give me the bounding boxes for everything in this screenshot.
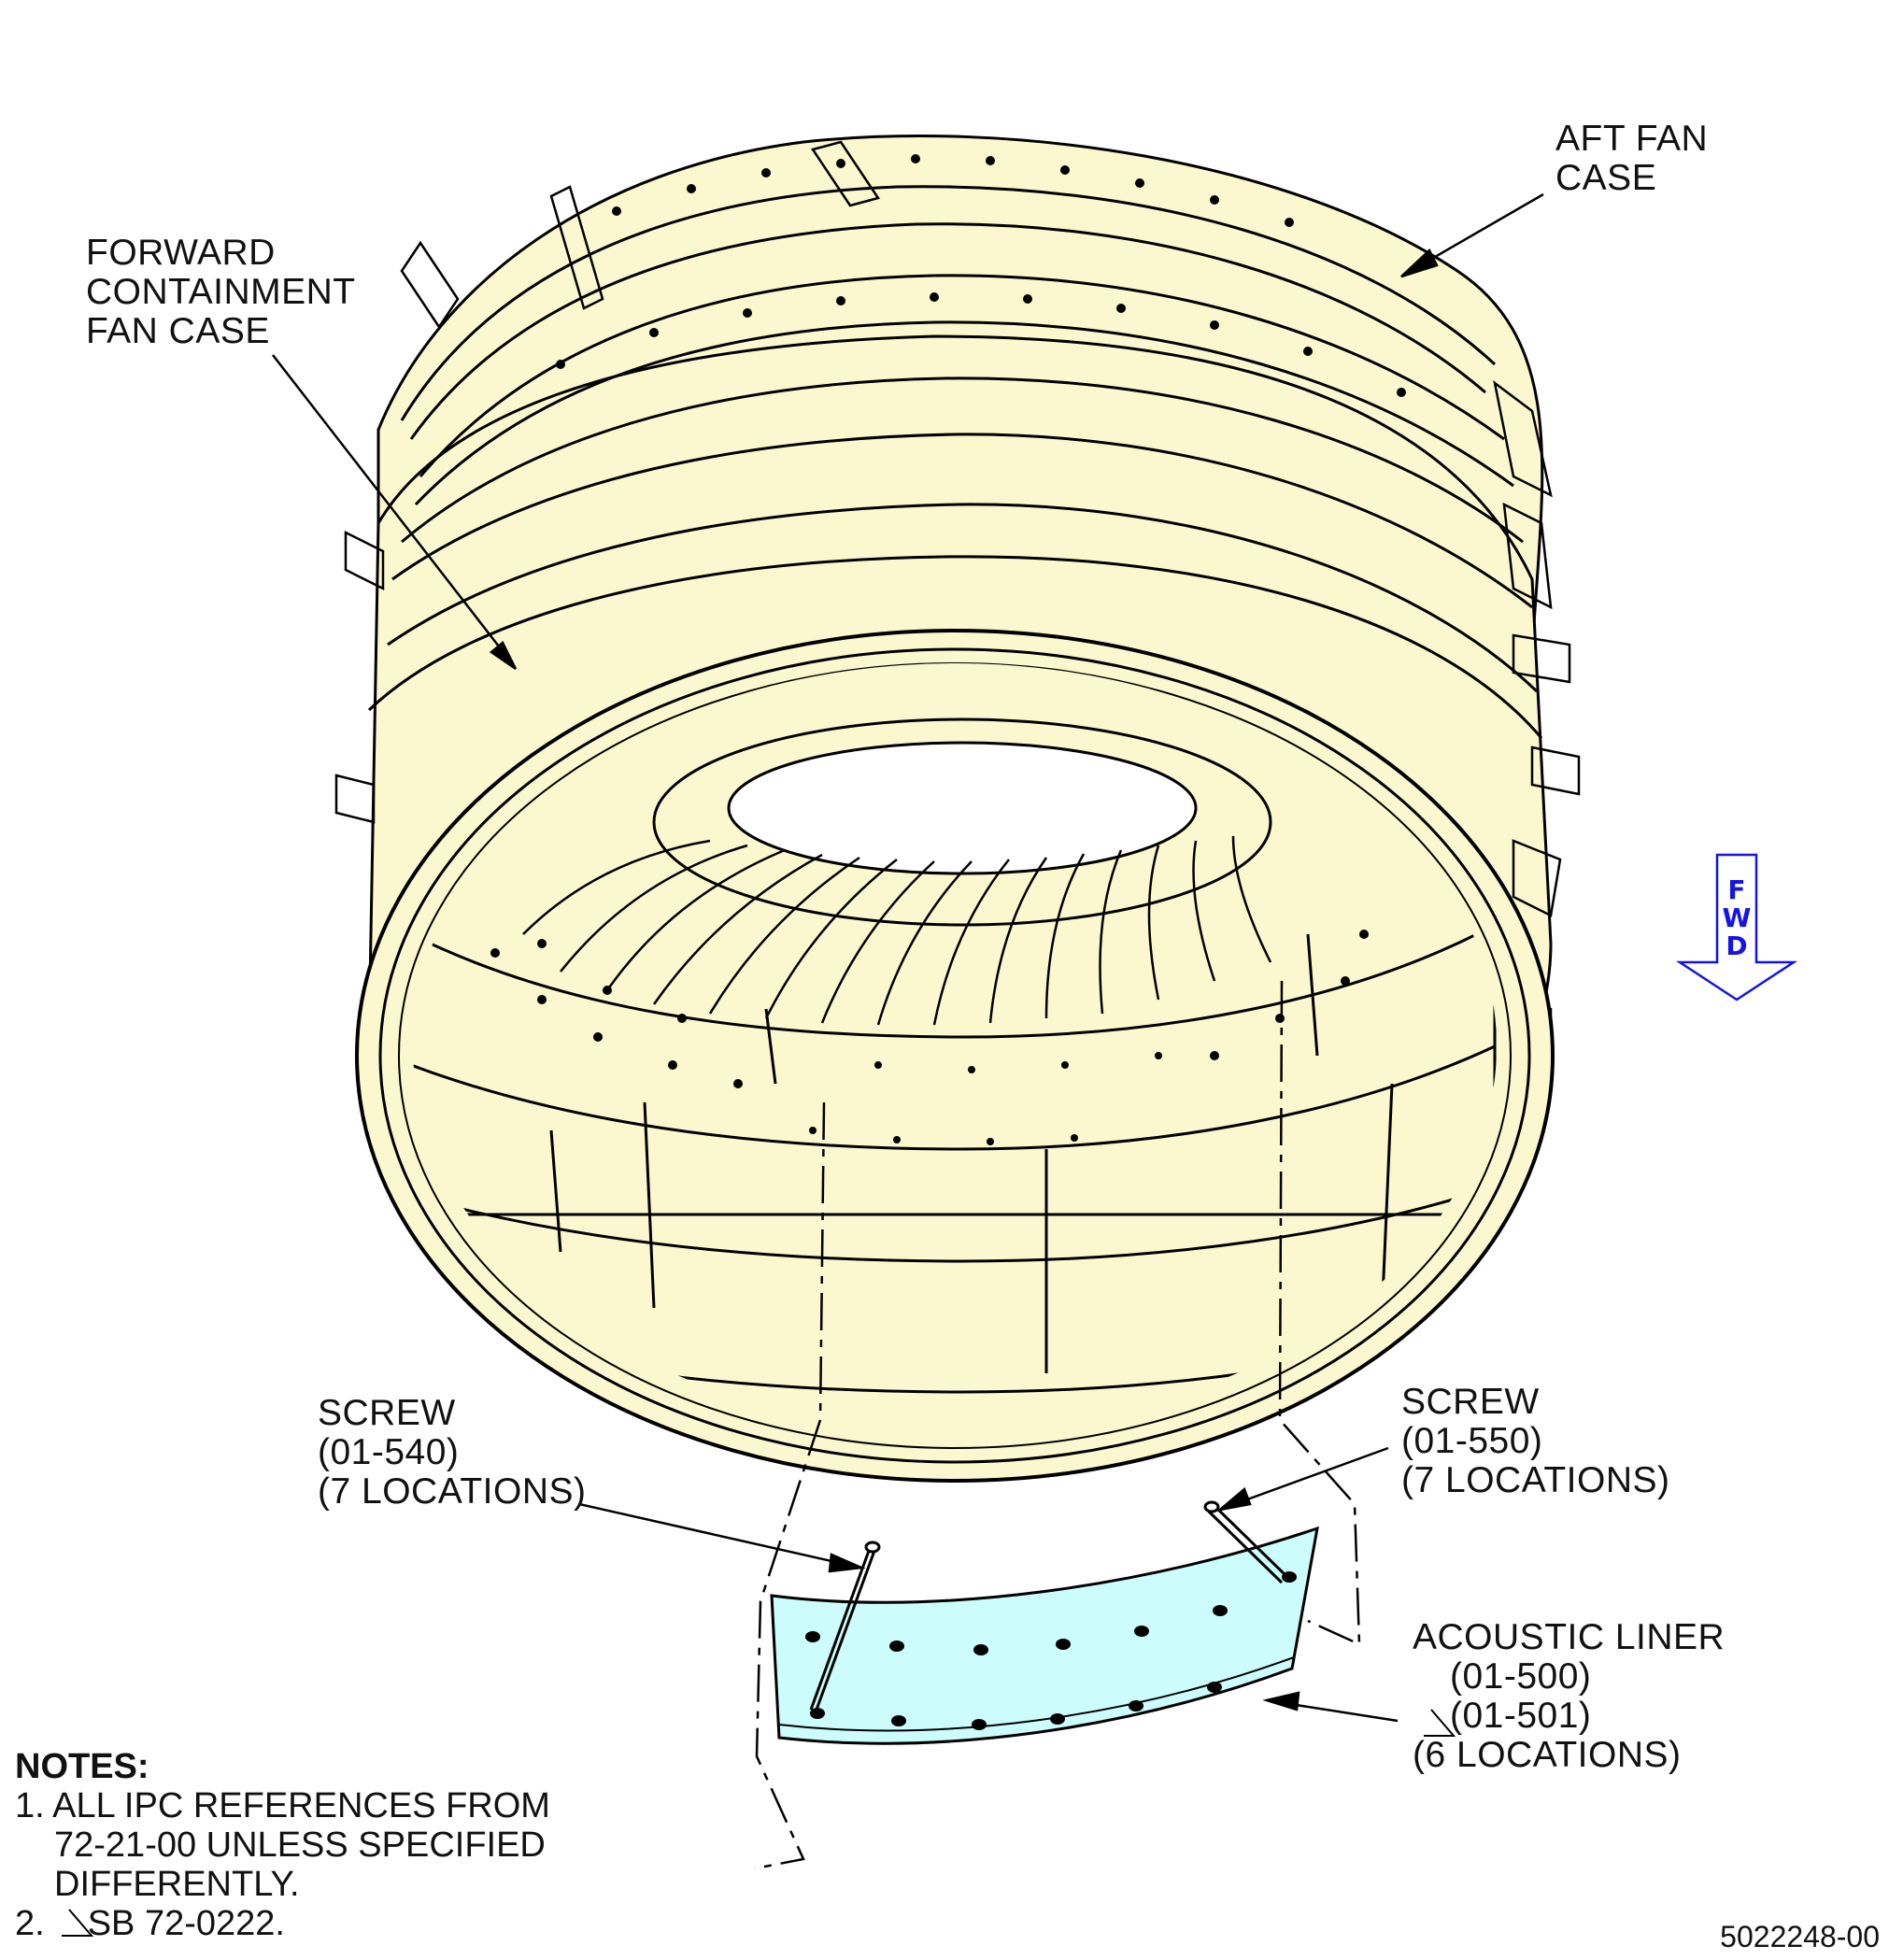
screw-01-550 [1203,1500,1289,1584]
label-line: CONTAINMENT [86,272,356,312]
label-line: (7 LOCATIONS) [1401,1460,1670,1500]
note-2-number: 2. [15,1904,45,1943]
label-line: SCREW [318,1393,456,1433]
label-line: (01-550) [1401,1421,1543,1461]
figure-id: 5022248-00 [1720,1920,1880,1953]
notes-block: NOTES: 1. ALL IPC REFERENCES FROM 72-21-… [15,1747,550,1943]
fwd-letter-w: W [1723,902,1752,933]
label-line: FORWARD [86,233,276,273]
acoustic-liner-panel [770,1526,1319,1745]
label-acoustic-liner: ACOUSTIC LINER (01-500) (01-501) (6 LOCA… [1413,1618,1725,1775]
fwd-letter-d: D [1726,930,1747,961]
delta-symbols [62,1709,1456,1937]
label-line: (7 LOCATIONS) [318,1471,587,1512]
notes-title: NOTES: [15,1747,149,1786]
label-aft-fan-case: AFT FAN CASE [1555,120,1708,198]
leader-lines [272,192,1544,1723]
label-screw-01-540: SCREW (01-540) (7 LOCATIONS) [318,1394,586,1512]
label-line: ACOUSTIC LINER [1413,1617,1726,1657]
label-forward-containment-fan-case: FORWARD CONTAINMENT FAN CASE [86,234,356,351]
note-1-line: 72-21-00 UNLESS SPECIFIED [54,1825,546,1865]
label-line: (01-500) [1450,1656,1592,1697]
case-interior [413,663,1497,1429]
label-line: AFT FAN [1555,119,1709,159]
note-1-line: DIFFERENTLY. [54,1865,300,1904]
fan-case-assembly [334,135,1581,1483]
label-line: (01-501) [1450,1696,1592,1736]
fwd-letter-f: F [1727,874,1745,905]
screw-01-540 [809,1541,881,1711]
note-2: 2. SB 72-0222. [15,1904,550,1943]
label-line: FAN CASE [86,311,270,351]
note-2-text: SB 72-0222. [87,1904,285,1943]
fwd-direction-arrow: F W D [1675,853,1798,1001]
label-line: SCREW [1401,1382,1540,1422]
label-line: (01-540) [318,1432,460,1472]
label-screw-01-550: SCREW (01-550) (7 LOCATIONS) [1401,1383,1669,1500]
note-1-line: 1. ALL IPC REFERENCES FROM [15,1786,550,1825]
installation-phantom-lines [754,980,1361,1870]
label-line: (6 LOCATIONS) [1413,1735,1682,1775]
label-line: CASE [1555,158,1657,198]
